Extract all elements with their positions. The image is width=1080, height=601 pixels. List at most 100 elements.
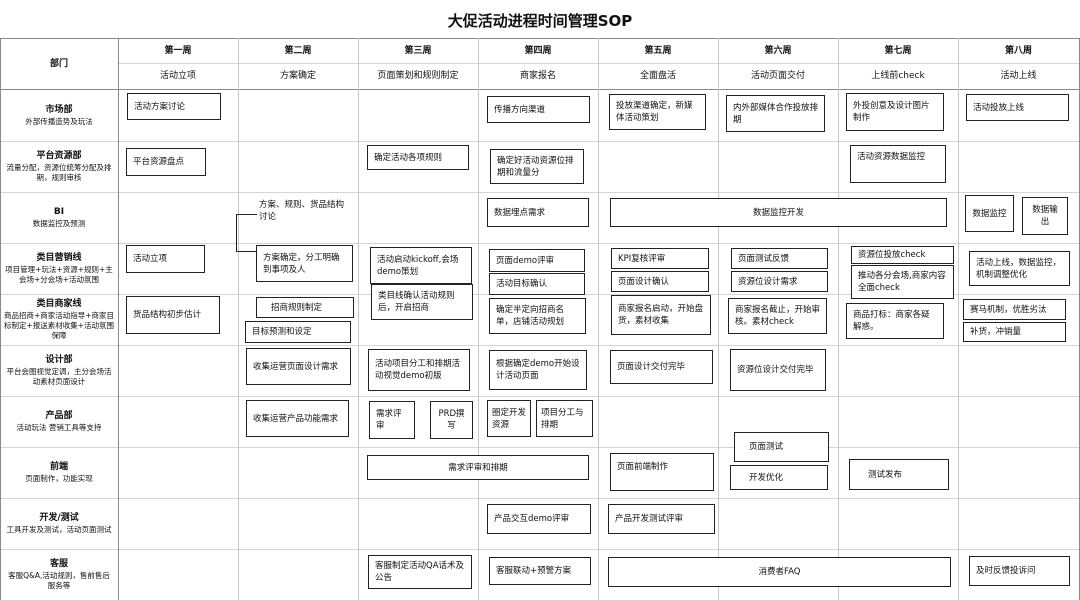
grid-col-line (838, 38, 839, 600)
task-box: 收集运营产品功能需求 (246, 400, 349, 437)
task-box: 测试发布 (849, 459, 949, 490)
grid-col-line (358, 38, 359, 600)
task-box: 页面demo评审 (489, 249, 585, 272)
task-box-wide: 需求评审和排期 (367, 455, 589, 480)
grid-col-line (118, 38, 119, 600)
task-box: 资源位设计交付完毕 (730, 349, 826, 391)
dept-name: BI (53, 207, 65, 217)
task-box: 数据监控 (965, 195, 1014, 232)
task-box: 类目线确认活动规则后，开启招商 (371, 284, 473, 320)
task-box: 确定半定向招商名单，店铺活动规划 (489, 298, 586, 334)
task-box: 页面测试 (734, 432, 829, 462)
week-phase: 全面盘活 (639, 71, 676, 81)
header-dept-label: 部门 (49, 58, 68, 69)
task-box: 招商规则制定 (256, 297, 354, 318)
dept-desc: 商品招商+商家活动指导+商家目标制定+报送素材收集+活动氛围保障 (3, 311, 115, 340)
dept-name: 平台资源部 (36, 151, 82, 161)
task-box: 需求评审 (369, 401, 415, 439)
dept-desc: 外部传播造势及玩法 (25, 116, 93, 126)
task-box: 项目分工与排期 (536, 400, 593, 437)
dept-name: 开发/测试 (39, 513, 79, 523)
week-phase: 活动页面交付 (750, 71, 805, 81)
dept-name: 产品部 (45, 411, 73, 421)
task-box: 确定活动各项规则 (367, 145, 469, 170)
dept-cell: 市场部 外部传播造势及玩法 (0, 89, 118, 141)
task-box-wide: 数据监控开发 (610, 198, 947, 227)
dept-name: 类目营销线 (36, 253, 82, 263)
dept-name: 市场部 (45, 104, 73, 115)
dept-cell: 设计部 平台会图视觉定调，主分会场活动素材页面设计 (0, 345, 118, 396)
task-box: 活动启动kickoff,会场demo策划 (370, 247, 472, 284)
grid-line-row (0, 192, 1080, 193)
week-header: 第五周 (644, 45, 672, 56)
task-box-wide: 消费者FAQ (608, 557, 951, 587)
page-title: 大促活动进程时间管理SOP (447, 12, 633, 30)
task-box: 客服制定活动QA话术及公告 (368, 555, 472, 589)
task-box: 目标预测和设定 (245, 321, 351, 343)
grid-col-line (478, 38, 479, 600)
week-header: 第一周 (164, 45, 192, 56)
task-box: 内外部媒体合作投放排期 (726, 95, 825, 132)
grid-line-row (0, 549, 1080, 550)
dept-desc: 工具开发及测试，活动页面测试 (6, 525, 112, 534)
week-phase: 方案确定 (279, 71, 316, 81)
task-box: 活动目标确认 (489, 273, 585, 295)
task-box: 商品打标：商家各疑解惑。 (846, 303, 944, 339)
task-box: 圈定开发资源 (487, 400, 531, 437)
week-header: 第三周 (404, 45, 432, 56)
task-box: 推动各分会场,商家内容全面check (851, 265, 954, 299)
week-phase: 活动立项 (159, 71, 196, 81)
task-box: 页面测试反馈 (731, 248, 828, 269)
dept-desc: 流量分配，资源位统筹分配及排期，规则审核 (6, 163, 112, 182)
dept-cell: 类目商家线 商品招商+商家活动指导+商家目标制定+报送素材收集+活动氛围保障 (0, 294, 118, 345)
dept-cell: 前端 页面制作，功能实现 (0, 447, 118, 498)
task-box: 客服联动+预警方案 (489, 557, 591, 585)
task-box: 活动投放上线 (966, 94, 1069, 121)
week-header: 第七周 (884, 45, 912, 56)
task-box: 数据埋点需求 (487, 198, 589, 227)
task-box: 产品交互demo评审 (487, 504, 591, 534)
task-box: 资源位投放check (851, 246, 954, 264)
dept-cell: 客服 客服Q&A,活动规则，售前售后服务等 (0, 549, 118, 600)
grid-line-row (0, 243, 1080, 244)
grid-col-line (238, 38, 239, 600)
dept-name: 前端 (49, 462, 68, 472)
task-box: KPI复核评审 (611, 248, 709, 269)
week-phase: 页面策划和规则制定 (377, 71, 459, 81)
task-box: 方案确定，分工明确到事项及人 (256, 245, 353, 282)
dept-cell: 产品部 活动玩法 营销工具等支持 (0, 396, 118, 447)
week-header: 第六周 (764, 45, 792, 56)
dept-desc: 页面制作，功能实现 (25, 474, 93, 483)
grid-col-line (718, 38, 719, 600)
task-box: 资源位设计需求 (731, 271, 828, 292)
grid-line-header-bottom (0, 89, 1080, 90)
task-box: 货品结构初步估计 (126, 296, 220, 334)
dept-desc: 数据监控及预测 (32, 219, 86, 228)
task-box: 产品开发测试评审 (608, 504, 715, 534)
task-box: 活动立项 (126, 245, 205, 273)
task-box: 根据确定demo开始设计活动页面 (489, 350, 587, 390)
task-box: 补货，冲销量 (963, 322, 1066, 342)
task-box: 收集运营页面设计需求 (246, 348, 351, 385)
task-box: 数据输出 (1022, 197, 1068, 235)
week-header: 第八周 (1004, 45, 1032, 56)
grid-line-row (0, 447, 1080, 448)
grid-line-top (0, 38, 1080, 39)
grid-col-line (958, 38, 959, 600)
dept-desc: 平台会图视觉定调，主分会场活动素材页面设计 (6, 367, 112, 386)
dept-desc: 活动玩法 营销工具等支持 (16, 423, 102, 432)
dept-desc: 客服Q&A,活动规则，售前售后服务等 (8, 571, 110, 590)
dept-cell: BI 数据监控及预测 (0, 192, 118, 243)
connector-line (236, 214, 257, 252)
task-box: 页面设计交付完毕 (610, 350, 713, 384)
dept-name: 客服 (49, 559, 68, 569)
dept-desc: 项目管理+玩法+资源+规则+主会场+分会场+活动氛围 (5, 265, 113, 284)
dept-cell: 开发/测试 工具开发及测试，活动页面测试 (0, 498, 118, 549)
task-box: 赛马机制，优胜劣汰 (963, 299, 1066, 320)
task-note: 方案、规则、货品结构讨论 (259, 200, 345, 222)
task-box: 活动项目分工和排期活动视觉demo初版 (368, 349, 470, 391)
task-box: PRD撰写 (430, 401, 473, 439)
dept-cell: 类目营销线 项目管理+玩法+资源+规则+主会场+分会场+活动氛围 (0, 243, 118, 294)
week-phase: 上线前check (871, 71, 925, 81)
grid-line-row (0, 396, 1080, 397)
